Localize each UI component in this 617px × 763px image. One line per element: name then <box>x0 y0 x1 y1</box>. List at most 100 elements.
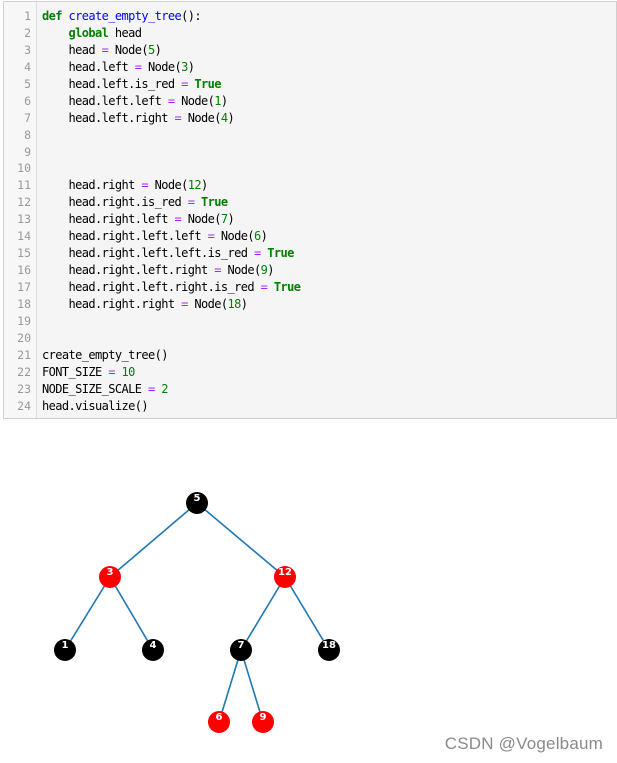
tree-edge-n3-n4 <box>109 576 154 651</box>
code-line[interactable]: 4 head.left = Node(3) <box>4 59 616 76</box>
code-token <box>267 280 274 294</box>
code-token: head.left.left <box>42 93 168 108</box>
line-number: 11 <box>17 178 31 193</box>
code-token: = <box>141 178 148 193</box>
code-line[interactable]: 2 global head <box>4 25 616 42</box>
code-token: ) <box>220 93 228 108</box>
code-token <box>115 365 122 379</box>
code-token: ) <box>240 296 248 311</box>
tree-edge-n7-n6 <box>218 649 242 723</box>
line-number: 15 <box>17 246 31 261</box>
tree-node-3: 3 <box>99 566 121 588</box>
code-token: NODE_SIZE_SCALE <box>42 381 148 396</box>
code-token: ) <box>267 263 274 278</box>
code-line[interactable]: 15 head.right.left.left.is_red = True <box>4 245 616 262</box>
code-token: Node( <box>220 263 261 278</box>
code-token: create_empty_tree <box>68 9 182 23</box>
code-line[interactable]: 3 head = Node(5) <box>4 42 616 59</box>
code-line[interactable]: 19 <box>4 313 616 330</box>
line-number: 19 <box>17 313 31 328</box>
code-token: head.right <box>42 178 142 193</box>
code-token: 12 <box>187 178 202 193</box>
code-token: 1 <box>214 93 221 108</box>
code-token: 5 <box>148 42 155 57</box>
tree-edge-n12-n18 <box>284 576 330 651</box>
code-token: head.right.left.right <box>42 263 215 278</box>
code-line[interactable]: 11 head.right = Node(12) <box>4 177 616 194</box>
line-number: 6 <box>24 93 31 108</box>
code-token: head.right.is_red <box>42 195 188 210</box>
code-token: True <box>267 246 294 261</box>
code-token <box>42 26 69 40</box>
code-token: = <box>167 93 175 108</box>
code-token: True <box>273 280 301 294</box>
tree-node-label: 7 <box>238 640 245 651</box>
code-token: = <box>214 263 221 278</box>
code-token: = <box>101 42 109 57</box>
code-text: def create_empty_tree(): <box>42 8 202 25</box>
code-line[interactable]: 8 <box>4 127 616 144</box>
tree-node-circle <box>318 639 340 661</box>
code-line[interactable]: 14 head.right.left.left = Node(6) <box>4 228 616 245</box>
tree-node-circle <box>142 639 164 661</box>
tree-edge-n12-n7 <box>240 576 286 651</box>
code-line[interactable]: 6 head.left.left = Node(1) <box>4 93 616 110</box>
code-token: 3 <box>181 59 188 74</box>
watermark: CSDN @Vogelbaum <box>444 734 603 753</box>
code-token: 18 <box>227 296 242 311</box>
line-number: 13 <box>17 212 31 227</box>
line-number: 21 <box>17 347 31 362</box>
code-token: 9 <box>260 263 268 278</box>
code-line[interactable]: 10 <box>4 160 616 177</box>
code-token: = <box>187 195 195 210</box>
code-token: head.right.right <box>42 296 182 311</box>
code-token: = <box>174 110 182 125</box>
code-token: = <box>174 212 182 227</box>
code-line[interactable]: 9 <box>4 144 616 161</box>
tree-edge-n5-n3 <box>109 502 198 578</box>
code-line[interactable]: 13 head.right.left = Node(7) <box>4 211 616 228</box>
code-line[interactable]: 5 head.left.is_red = True <box>4 76 616 93</box>
line-number: 18 <box>17 296 31 311</box>
code-line[interactable]: 12 head.right.is_red = True <box>4 194 616 211</box>
tree-edge-n3-n1 <box>64 576 111 651</box>
tree-node-circle <box>252 711 274 733</box>
code-token: head <box>42 42 102 57</box>
code-text: head = Node(5) <box>42 42 161 59</box>
code-token: = <box>260 280 268 294</box>
code-token: head.right.left.left <box>42 229 208 244</box>
code-line[interactable]: 18 head.right.right = Node(18) <box>4 296 616 313</box>
code-text: head.right.left.left.is_red = True <box>42 245 294 262</box>
tree-node-18: 18 <box>318 639 340 661</box>
code-token: = <box>181 76 188 91</box>
code-token: 4 <box>220 110 228 125</box>
line-number: 24 <box>17 398 31 413</box>
tree-node-6: 6 <box>208 711 230 733</box>
code-token: head.left.is_red <box>42 76 182 91</box>
code-text: head.right.left.left = Node(6) <box>42 228 267 245</box>
tree-node-label: 1 <box>62 640 69 651</box>
line-number: 3 <box>24 42 31 57</box>
code-token: head <box>108 25 142 40</box>
code-token: FONT_SIZE <box>42 364 109 379</box>
code-token: head.left <box>42 59 135 74</box>
code-token: ) <box>187 59 195 74</box>
code-token <box>62 9 69 23</box>
code-line[interactable]: 16 head.right.left.right = Node(9) <box>4 262 616 279</box>
tree-node-label: 12 <box>278 567 292 578</box>
code-line[interactable]: 17 head.right.left.right.is_red = True <box>4 279 616 296</box>
tree-node-circle <box>208 711 230 733</box>
code-line[interactable]: 20 <box>4 330 616 347</box>
code-token: ) <box>201 178 208 193</box>
code-token: = <box>148 381 155 396</box>
code-token: 10 <box>121 364 136 379</box>
code-line[interactable]: 7 head.left.right = Node(4) <box>4 110 616 127</box>
